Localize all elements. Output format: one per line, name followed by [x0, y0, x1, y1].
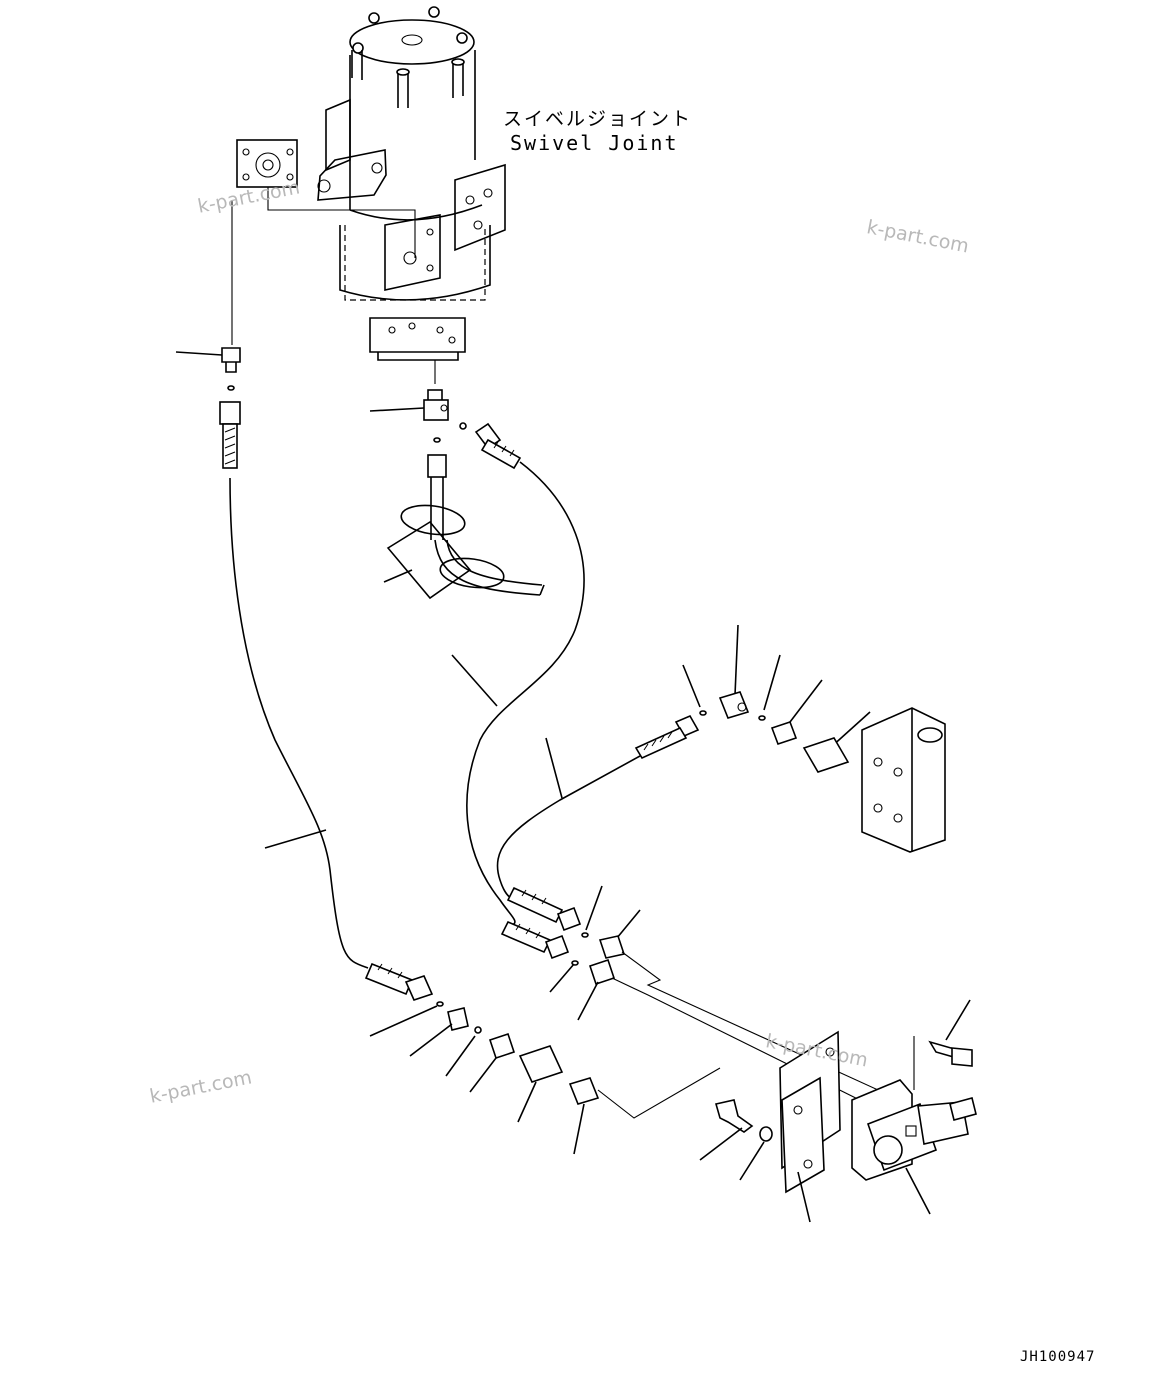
hose-clamp: [383, 504, 505, 600]
middle-hose-assembly: [496, 714, 700, 900]
upper-right-fittings: [682, 624, 946, 853]
center-tee-fitting: [369, 389, 545, 596]
drawing-code: JH100947: [1020, 1349, 1096, 1365]
left-hose-line: [175, 347, 369, 969]
title-english: Swivel Joint: [510, 131, 679, 155]
lower-left-fittings: [364, 962, 721, 1155]
long-hose-center: [451, 422, 585, 926]
port-face-detail: [231, 139, 416, 345]
title-japanese: スイベルジョイント: [503, 108, 693, 130]
swivel-joint-assembly: [317, 6, 506, 384]
bracket-and-valve: [699, 999, 977, 1223]
mid-hose-ends: [500, 885, 901, 1121]
